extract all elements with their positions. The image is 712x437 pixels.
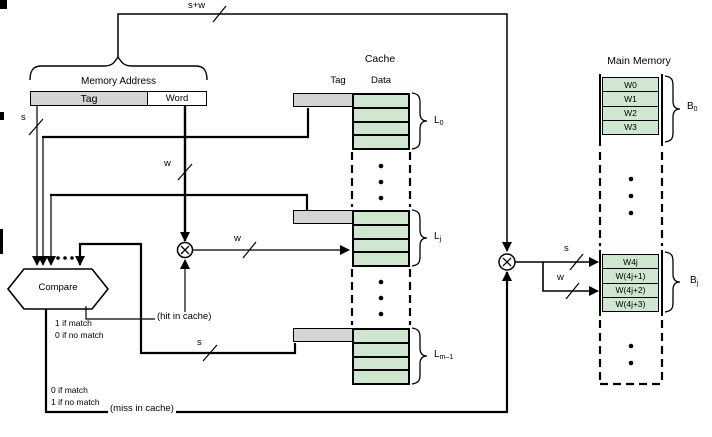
cache-data-block-m1 <box>352 328 410 385</box>
main-memory-frame <box>598 74 664 386</box>
cache-data-row <box>354 134 408 148</box>
memory-block-label-0: B0 <box>687 101 698 113</box>
address-bus-wire <box>117 5 512 252</box>
word-select-out-wire <box>193 241 350 259</box>
memory-access-gate-icon <box>498 253 516 271</box>
cache-line-label-0: L0 <box>434 115 444 127</box>
hit-caption: (hit in cache) <box>155 311 214 323</box>
cache-data-block-0 <box>352 93 410 150</box>
cache-title: Cache <box>364 53 396 65</box>
miss-caption: (miss in cache) <box>108 403 176 415</box>
memory-bus-s: s <box>564 243 569 254</box>
cache-col-data: Data <box>370 75 392 86</box>
memory-block-braces <box>664 75 681 313</box>
memory-word-row: W4j <box>603 255 658 269</box>
memory-address-title: Memory Address <box>80 76 157 87</box>
bus-width-s-plus-w: s+w <box>188 0 206 11</box>
cache-tag-box-j <box>293 210 353 224</box>
cache-line-braces <box>411 92 428 385</box>
memory-word-row: W0 <box>603 78 658 92</box>
tag-line-width-s: s <box>197 337 202 348</box>
word-select-width-w: w <box>234 233 241 244</box>
scan-artifact <box>0 229 3 254</box>
memory-bus-w: w <box>557 272 564 283</box>
bus-width-s: s <box>21 112 26 123</box>
cache-data-row <box>354 237 408 252</box>
compare-box <box>6 268 110 310</box>
main-memory-title: Main Memory <box>607 55 671 67</box>
cache-data-row <box>354 341 408 356</box>
cache-data-block-j <box>352 210 410 267</box>
word-wire <box>177 106 193 242</box>
tag-match-wires <box>38 108 310 362</box>
miss-wire <box>44 271 512 414</box>
memory-word-row: W2 <box>603 105 658 120</box>
cache-tag-box-m1 <box>293 328 353 342</box>
memory-block-label-j: Bj <box>690 275 699 287</box>
memory-address-register: Tag Word <box>30 91 207 106</box>
memory-word-row: W3 <box>603 119 658 134</box>
tag-wire <box>28 106 44 266</box>
cache-col-tag: Tag <box>330 75 346 86</box>
memory-word-row: W(4j+2) <box>603 282 658 297</box>
address-tag-field: Tag <box>31 92 148 105</box>
hit-note-1: 1 if match <box>55 318 92 328</box>
compare-label: Compare <box>38 282 78 293</box>
memory-address-brace <box>29 55 208 81</box>
memory-block-0: W0 W1 W2 W3 <box>602 77 659 135</box>
cache-data-row <box>354 212 408 224</box>
word-select-gate-icon <box>176 241 194 259</box>
cache-data-row <box>354 355 408 370</box>
cache-data-row <box>354 120 408 135</box>
cache-line-label-m1: Lm–1 <box>434 349 454 361</box>
cache-line-label-j: Lj <box>434 231 442 243</box>
cache-data-row <box>354 330 408 342</box>
scan-artifact <box>0 0 7 9</box>
memory-word-row: W(4j+3) <box>603 296 658 311</box>
bus-width-w: w <box>164 158 171 169</box>
cache-data-row <box>354 251 408 265</box>
cache-dashed-frame <box>350 152 412 325</box>
memory-word-row: W(4j+1) <box>603 268 658 283</box>
scan-artifact <box>0 112 4 120</box>
cache-data-row <box>354 369 408 383</box>
memory-word-row: W1 <box>603 91 658 106</box>
address-word-field: Word <box>165 93 189 104</box>
hit-wire <box>85 259 190 320</box>
hit-note-2: 0 if no match <box>55 330 104 340</box>
miss-note-2: 1 if no match <box>51 397 100 407</box>
memory-access-wires <box>515 253 599 300</box>
cache-data-row <box>354 106 408 121</box>
memory-block-j: W4j W(4j+1) W(4j+2) W(4j+3) <box>602 254 659 312</box>
miss-note-1: 0 if match <box>51 385 88 395</box>
cache-data-row <box>354 223 408 238</box>
cache-data-row <box>354 95 408 107</box>
cache-tag-box-0 <box>293 93 353 107</box>
